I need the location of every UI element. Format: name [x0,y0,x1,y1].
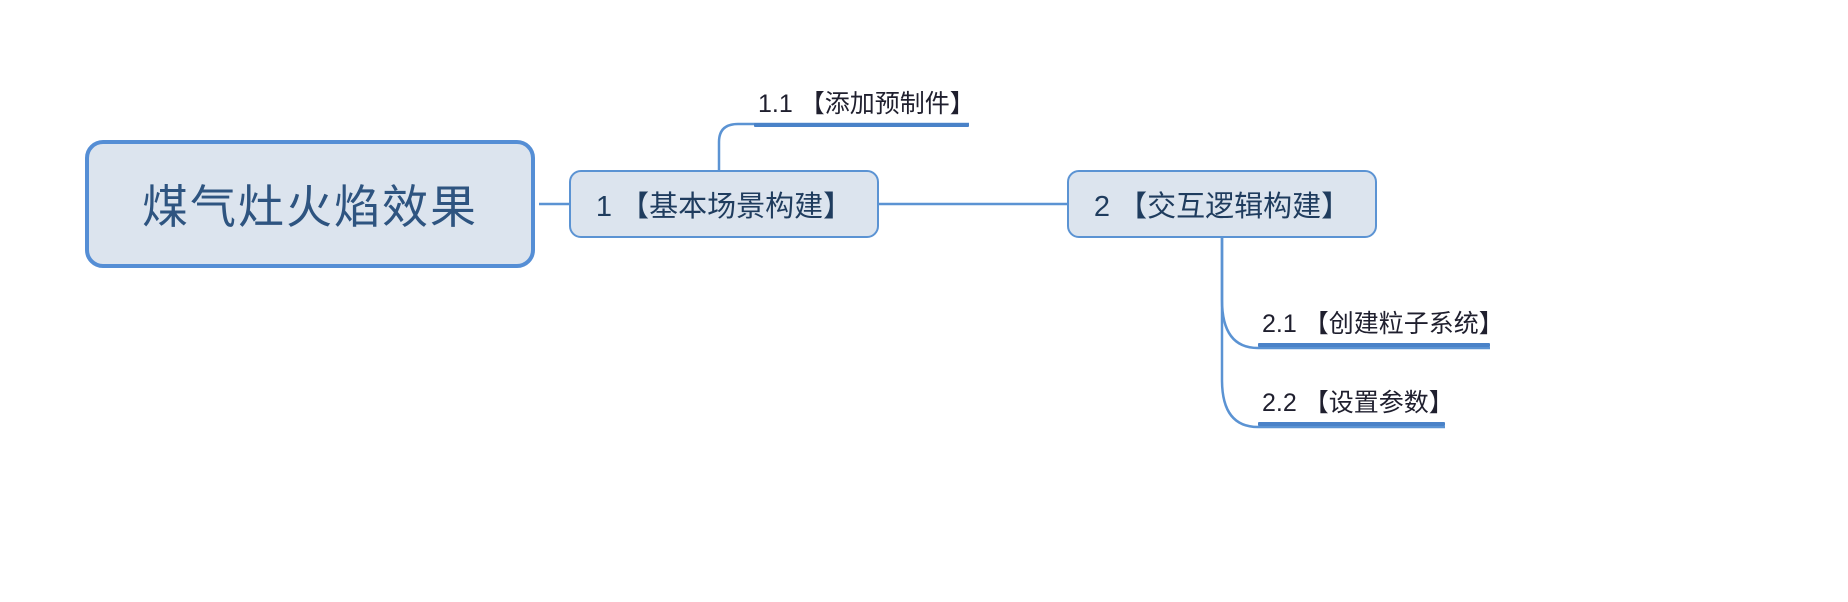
leaf-node-2-2[interactable]: 2.2 【设置参数】 [1258,383,1454,426]
leaf-node-1-1[interactable]: 1.1 【添加预制件】 [754,84,975,127]
root-node-label: 煤气灶火焰效果 [142,181,478,233]
leaf-node-2-1[interactable]: 2.1 【创建粒子系统】 [1258,304,1504,347]
root-node[interactable]: 煤气灶火焰效果 [85,140,535,268]
leaf-node-2-1-underline [1258,343,1490,347]
leaf-node-1-1-underline [754,123,969,127]
leaf-node-1-1-label: 1.1 【添加预制件】 [758,90,975,118]
leaf-node-2-2-underline [1258,422,1445,426]
branch-node-2[interactable]: 2 【交互逻辑构建】 [1067,170,1377,238]
branch-node-2-label: 2 【交互逻辑构建】 [1093,191,1351,223]
leaf-node-2-1-label: 2.1 【创建粒子系统】 [1262,310,1504,338]
leaf-node-2-2-label: 2.2 【设置参数】 [1262,389,1454,417]
branch-node-1[interactable]: 1 【基本场景构建】 [569,170,879,238]
edge-1-to-1-1 [717,122,969,170]
branch-node-1-label: 1 【基本场景构建】 [595,191,853,223]
